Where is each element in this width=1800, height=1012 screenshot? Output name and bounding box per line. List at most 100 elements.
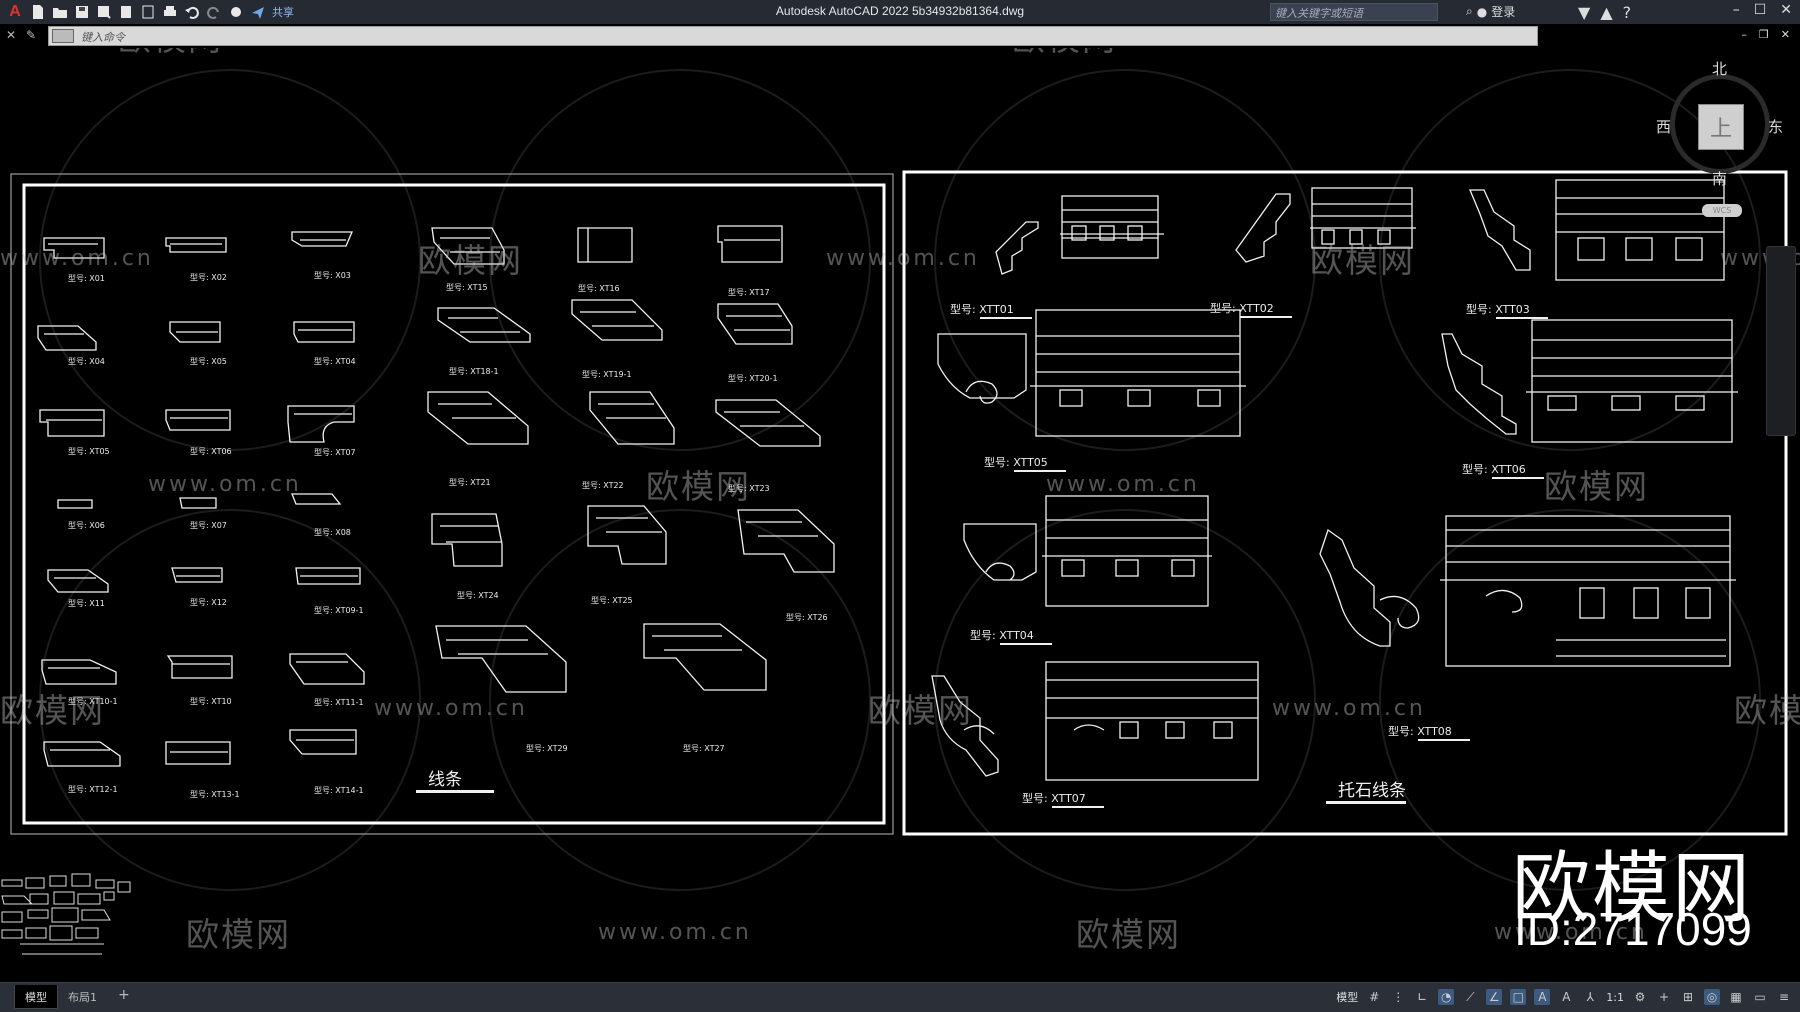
annotation-scale-value[interactable]: 1:1 (1606, 990, 1624, 1004)
profile-model-label: 型号: XT17 (728, 288, 770, 297)
profile-model-label: 型号: XT25 (591, 596, 633, 605)
right-sheet-title-underline (1326, 801, 1406, 804)
doc-restore-icon[interactable]: ❐ (1758, 28, 1769, 41)
profile-model-label: 型号: XT10 (190, 697, 232, 706)
add-layout-button[interactable]: + (118, 987, 130, 1003)
login-button[interactable]: ⌕ ● 登录 (1466, 3, 1515, 20)
profile-label-underline (980, 317, 1032, 319)
right-molding-profiles (931, 179, 1738, 781)
command-input[interactable]: 键入命令 (48, 26, 1538, 46)
snap-icon[interactable]: ⋮ (1392, 990, 1405, 1004)
share-label[interactable]: 共享 (272, 6, 294, 19)
left-sheet-outer-frame (10, 173, 894, 835)
cad-drawing (1, 69, 1788, 955)
web-save-icon[interactable] (138, 2, 158, 22)
help-icon[interactable]: ? (1622, 3, 1632, 22)
profile-model-label: 型号: XT23 (728, 484, 770, 493)
object-snap-icon[interactable]: □ (1510, 989, 1527, 1005)
redo-icon[interactable] (204, 2, 224, 22)
clean-screen-icon[interactable]: ▭ (1754, 990, 1766, 1004)
polar-tracking-icon[interactable]: ◔ (1438, 989, 1455, 1005)
profile-model-label: 型号: XT19-1 (582, 370, 632, 379)
profile-model-label: 型号: XT27 (683, 744, 725, 753)
profile-model-label: 型号: XT04 (314, 357, 356, 366)
navigation-bar[interactable] (1766, 246, 1796, 436)
doc-minimize-icon[interactable]: – (1741, 28, 1747, 41)
help-search-input[interactable]: 键入关键字或短语 (1270, 3, 1438, 21)
isolate-objects-icon[interactable]: ◎ (1704, 989, 1720, 1005)
profile-model-label: 型号: XT05 (68, 447, 110, 456)
minimize-icon[interactable]: – (1732, 2, 1740, 18)
grid-icon[interactable]: # (1369, 990, 1380, 1004)
annotation-visibility-icon[interactable]: A (1534, 989, 1551, 1005)
model-viewport[interactable]: 欧模网 欧模网 www.om.cn www.om.cn 欧模网 欧模网 www.… (0, 48, 1800, 982)
profile-label-underline (1014, 470, 1066, 472)
mini-drawing-thumbnail (1, 873, 131, 955)
new-file-icon[interactable] (28, 2, 48, 22)
profile-model-label: 型号: X12 (190, 598, 227, 607)
tab-model[interactable]: 模型 (14, 985, 58, 1009)
autocad-logo-icon[interactable]: A (9, 3, 21, 20)
close-icon[interactable]: ✕ (1780, 2, 1792, 18)
annotation-monitor-icon[interactable]: + (1658, 990, 1670, 1004)
ortho-icon[interactable]: ∟ (1417, 990, 1428, 1004)
tab-layout1[interactable]: 布局1 (68, 991, 97, 1004)
recent-commands-dropdown[interactable] (52, 29, 74, 43)
viewcube[interactable]: 上 北 南 东 西 WCS (1656, 60, 1784, 217)
workspace-icon[interactable] (226, 2, 246, 22)
cart-icon[interactable]: ▼ (1578, 3, 1591, 22)
command-line-bar: ✕ ✎ 键入命令 (0, 24, 1800, 48)
units-icon[interactable]: ⊞ (1682, 990, 1694, 1004)
maximize-icon[interactable]: ☐ (1753, 2, 1767, 18)
profile-model-label: 型号: X02 (190, 273, 227, 282)
model-space-toggle[interactable]: 模型 (1336, 991, 1359, 1004)
left-molding-profiles (37, 225, 835, 767)
profile-model-label: 型号: XTT04 (970, 629, 1034, 642)
profile-label-underline (1240, 316, 1292, 318)
user-icon: ● (1476, 4, 1488, 19)
undo-icon[interactable] (182, 2, 202, 22)
wcs-menu[interactable]: WCS (1702, 204, 1742, 217)
share-icon[interactable] (248, 2, 268, 22)
profile-label-underline (1052, 806, 1104, 808)
title-bar: A 共享 Autodesk AutoCAD 2022 5b34932b81364… (0, 0, 1800, 24)
annotation-scale-icon[interactable]: ⅄ (1586, 990, 1594, 1004)
compass-west-label[interactable]: 西 (1656, 118, 1672, 136)
web-open-icon[interactable] (116, 2, 136, 22)
workspace-gear-icon[interactable]: ⚙ (1634, 990, 1646, 1004)
object-snap-tracking-icon[interactable]: ∠ (1486, 989, 1503, 1005)
profile-label-underline (1000, 643, 1052, 645)
viewcube-top-face[interactable]: 上 (1698, 104, 1744, 150)
left-sheet-inner-frame (22, 183, 886, 825)
isodraft-icon[interactable]: ⟋ (1466, 989, 1475, 1004)
auto-scale-icon[interactable]: A (1562, 990, 1571, 1004)
compass-north-label[interactable]: 北 (1712, 60, 1728, 78)
hardware-acceleration-icon[interactable]: ▦ (1730, 990, 1742, 1004)
compass-east-label[interactable]: 东 (1768, 118, 1784, 136)
save-icon[interactable] (72, 2, 92, 22)
compass-south-label[interactable]: 南 (1712, 170, 1728, 188)
doc-close-icon[interactable]: ✕ (1780, 28, 1790, 41)
profile-model-label: 型号: XT18-1 (449, 367, 499, 376)
autodesk-app-icon[interactable]: ▲ (1600, 3, 1613, 22)
viewcube-compass-ring[interactable] (1670, 74, 1770, 174)
profile-model-label: 型号: XT07 (314, 448, 356, 457)
search-icon[interactable]: ⌕ (1466, 4, 1473, 18)
window-title: Autodesk AutoCAD 2022 5b34932b81364.dwg (775, 4, 1025, 18)
open-folder-icon[interactable] (50, 2, 70, 22)
profile-model-label: 型号: XT11-1 (314, 698, 364, 707)
command-settings-icon[interactable]: ✎ (26, 28, 37, 42)
plot-icon[interactable] (160, 2, 180, 22)
profile-model-label: 型号: XT16 (578, 284, 620, 293)
profile-model-label: 型号: XT12-1 (68, 785, 118, 794)
profile-model-label: 型号: XTT05 (984, 456, 1048, 469)
left-sheet-title: 线条 (428, 770, 462, 790)
right-sheet-frame (902, 170, 1788, 836)
command-close-icon[interactable]: ✕ (6, 28, 17, 42)
profile-model-label: 型号: XT09-1 (314, 606, 364, 615)
profile-model-label: 型号: XTT01 (950, 303, 1014, 316)
profile-model-label: 型号: XTT08 (1388, 725, 1452, 738)
login-label: 登录 (1491, 5, 1516, 19)
customization-menu-icon[interactable]: ≡ (1778, 990, 1790, 1004)
save-as-icon[interactable] (94, 2, 114, 22)
